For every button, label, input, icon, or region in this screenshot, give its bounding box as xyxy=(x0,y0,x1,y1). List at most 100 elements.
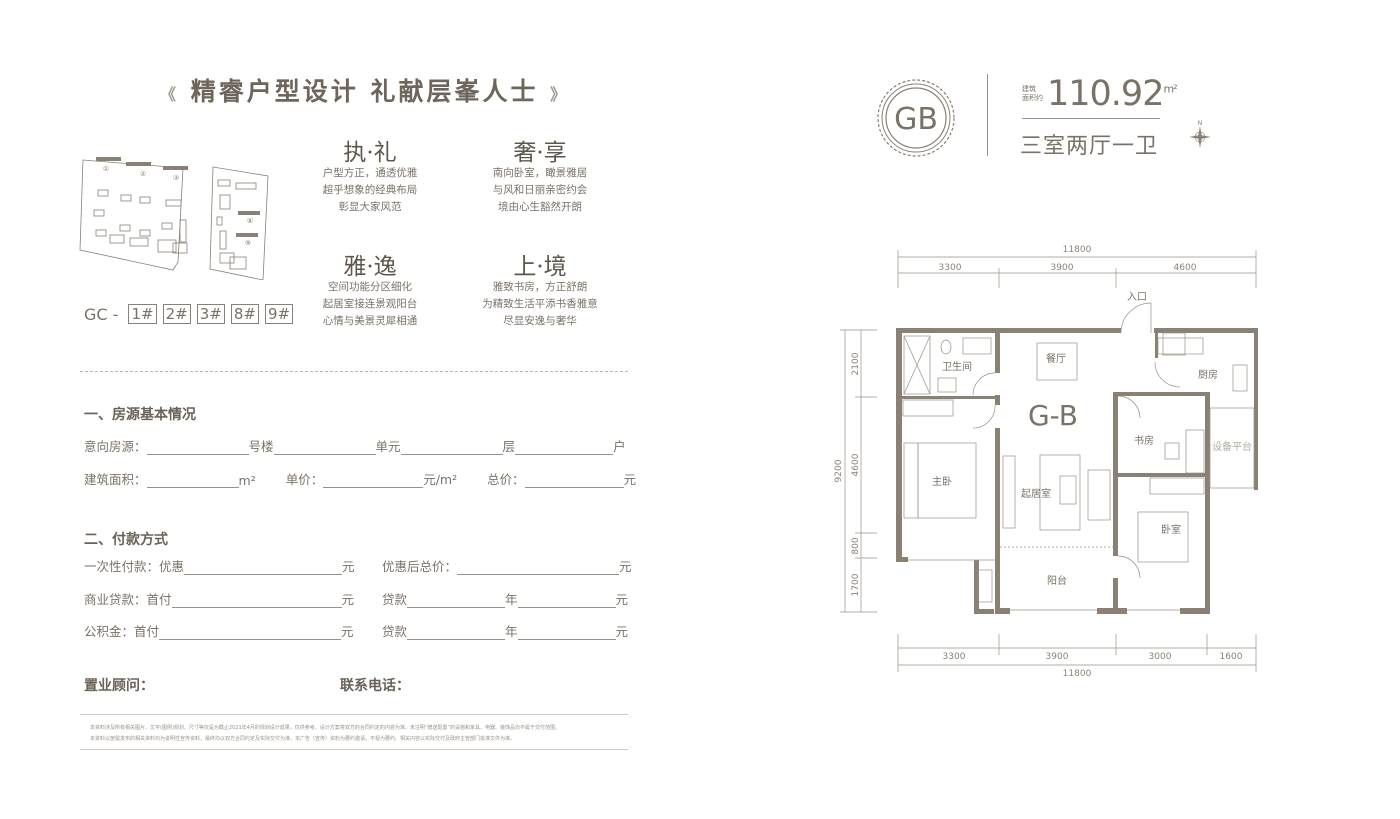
room-label-living: 起居室 xyxy=(1021,487,1051,500)
unit-badge-label: GB xyxy=(894,102,938,137)
master-door xyxy=(972,404,996,429)
dimension-lines xyxy=(840,250,1257,672)
desk xyxy=(1185,429,1205,474)
feature-line: 超乎想象的经典布局 xyxy=(322,184,418,196)
entrance-door xyxy=(1120,302,1152,334)
unit-price-field[interactable] xyxy=(323,473,424,488)
feature-line: 南向卧室，瞰景雅居 xyxy=(492,167,588,179)
form-row: 意向房源： 号楼 单元 层 户 xyxy=(84,439,626,455)
bathroom-door xyxy=(972,372,996,396)
room-label-balcony: 阳台 xyxy=(1047,574,1067,587)
room-field[interactable] xyxy=(515,440,614,455)
feature-line: 彰显大家风范 xyxy=(338,201,402,213)
divider xyxy=(80,749,628,750)
thin-lines xyxy=(902,302,1255,611)
room-label-kitchen: 厨房 xyxy=(1198,368,1218,381)
site-building-label: ⑨ xyxy=(245,239,251,247)
commercial-loan-years-field[interactable] xyxy=(407,593,506,608)
unit-field[interactable] xyxy=(273,440,376,455)
divider xyxy=(987,74,988,156)
fund-loan-years-field[interactable] xyxy=(407,625,506,640)
feature-line: 为精致生活平添书香雅意 xyxy=(482,298,598,310)
dim-label: 9200 xyxy=(834,459,844,482)
stove-icon xyxy=(1157,337,1204,355)
dim-label: 1700 xyxy=(851,573,861,596)
building-tag: 8# xyxy=(230,304,259,324)
coffee-table-area xyxy=(1039,454,1081,531)
ornament-left: 《 xyxy=(160,85,180,104)
feature-block: 上·境 雅致书房，方正舒朗 为精致生活平添书香雅意 尽显安逸与奢华 xyxy=(465,247,615,330)
dim-label: 3900 xyxy=(1051,263,1074,273)
dining-table xyxy=(1036,342,1078,381)
building-tag: 3# xyxy=(196,304,225,324)
chair xyxy=(1164,442,1180,460)
compass-icon: N xyxy=(1189,120,1211,148)
toilet-icon xyxy=(940,339,952,355)
feature-line: 心情与美景灵犀相通 xyxy=(322,315,418,327)
building-prefix: GC - xyxy=(84,304,119,324)
area-field[interactable] xyxy=(146,473,239,488)
feature-line: 空间功能分区细化 xyxy=(328,281,412,293)
discounted-total-field[interactable] xyxy=(457,560,620,575)
shower xyxy=(903,335,931,395)
building-tag: 1# xyxy=(128,304,157,324)
tv-cabinet xyxy=(1002,455,1016,529)
commercial-loan-amount-field[interactable] xyxy=(517,593,616,608)
building-list: GC - 1# 2# 3# 8# 9# xyxy=(84,304,294,324)
ornament-right: 》 xyxy=(550,85,570,104)
wardrobe xyxy=(902,399,954,417)
form-row: 一次性付款：优惠 元 xyxy=(84,559,355,575)
building-tag: 2# xyxy=(162,304,191,324)
dim-label: 800 xyxy=(851,537,861,554)
form-row: 优惠后总价： 元 xyxy=(382,559,632,575)
room-label-equipment: 设备平台 xyxy=(1212,440,1252,453)
study-door xyxy=(1117,395,1141,419)
sofa xyxy=(1087,469,1111,521)
form-row: 贷款 年 元 xyxy=(382,592,629,608)
feature-line: 雅致书房，方正舒朗 xyxy=(492,281,588,293)
form-row: 贷款 年 元 xyxy=(382,624,629,640)
site-building-label: ③ xyxy=(173,174,179,182)
dim-label: 4600 xyxy=(1174,263,1197,273)
room-label-master: 主卧 xyxy=(932,475,952,488)
feature-line: 境由心生豁然开朗 xyxy=(498,201,582,213)
washer-icon xyxy=(937,377,957,393)
dim-label: 11800 xyxy=(1063,245,1092,255)
form-row: 公积金：首付 元 xyxy=(84,624,354,640)
dim-label: 3000 xyxy=(1149,652,1172,662)
wardrobe xyxy=(1149,477,1205,495)
commercial-down-payment-field[interactable] xyxy=(171,593,342,608)
form-row: 建筑面积： m² 单价： 元/m² 总价： 元 xyxy=(84,472,637,488)
feature-line: 尽显安逸与奢华 xyxy=(503,315,577,327)
entrance-label: 入口 xyxy=(1127,292,1147,303)
feature-block: 奢·享 南向卧室，瞰景雅居 与风和日丽亲密约会 境由心生豁然开朗 xyxy=(465,133,615,216)
dim-label: 3300 xyxy=(939,263,962,273)
site-building-label: ② xyxy=(140,170,146,178)
bedroom-door xyxy=(1117,555,1141,579)
unit-layout: 三室两厅一卫 xyxy=(1020,134,1159,159)
building-field[interactable] xyxy=(146,440,249,455)
discount-field[interactable] xyxy=(184,560,343,575)
feature-line: 与风和日丽亲密约会 xyxy=(492,184,588,196)
disclaimer-line: 本资料以册需发布的相关资料均为说明性宣传资料，最终均以双方合同约定及实际交付为准… xyxy=(90,736,516,742)
svg-text:N: N xyxy=(1198,120,1203,127)
divider xyxy=(1022,118,1160,119)
floor-field[interactable] xyxy=(400,440,503,455)
dim-label: 3300 xyxy=(943,652,966,662)
dim-label: 4600 xyxy=(851,453,861,476)
sink-icon xyxy=(962,337,992,355)
room-label-bathroom: 卫生间 xyxy=(942,360,972,373)
total-price-field[interactable] xyxy=(524,473,624,488)
site-plan: ① ② ③ ⑧ ⑨ xyxy=(79,157,269,280)
dim-label: 11800 xyxy=(1063,669,1092,679)
phone-label: 联系电话： xyxy=(340,678,410,694)
fund-down-payment-field[interactable] xyxy=(159,625,342,640)
room-label-bedroom: 卧室 xyxy=(1161,523,1181,536)
divider xyxy=(80,371,628,372)
area-label: 建筑 面积约 xyxy=(1022,85,1043,102)
room-label-dining: 餐厅 xyxy=(1046,352,1066,365)
fund-loan-amount-field[interactable] xyxy=(517,625,616,640)
section-heading: 一、房源基本情况 xyxy=(84,407,196,423)
feature-block: 雅·逸 空间功能分区细化 起居室接连景观阳台 心情与美景灵犀相通 xyxy=(295,247,445,330)
